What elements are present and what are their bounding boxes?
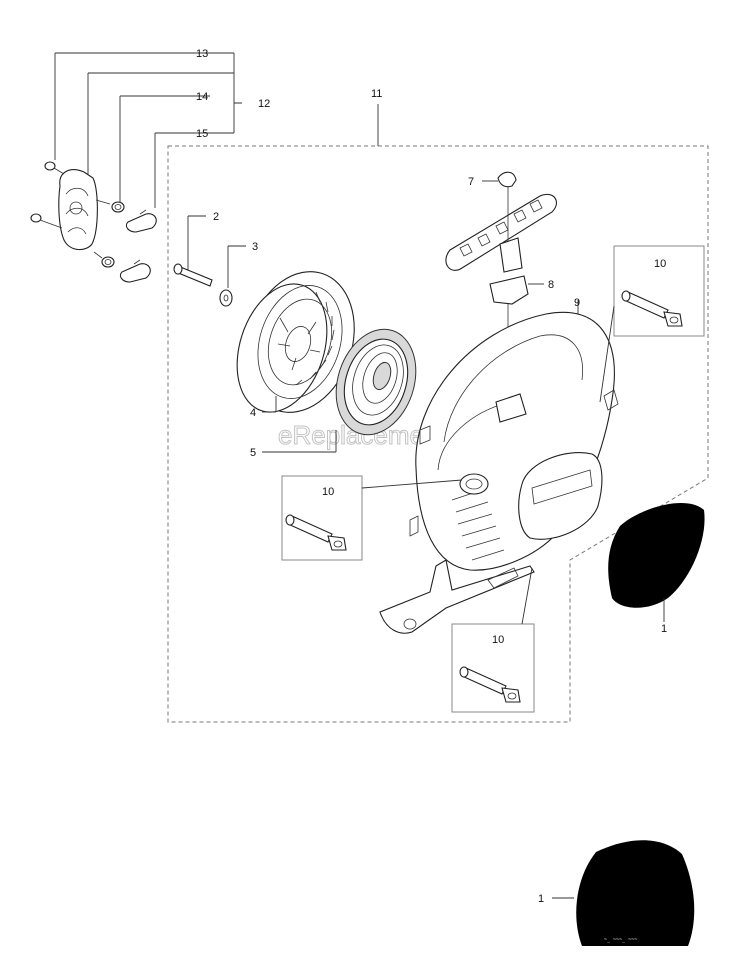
callout-9: 9 [574, 297, 580, 309]
callout-5: 5 [250, 447, 256, 459]
callout-3: 3 [252, 241, 258, 253]
pawl-plate-assembly [30, 52, 242, 283]
callout-12: 12 [258, 98, 270, 110]
callout-8: 8 [548, 279, 554, 291]
callout-7: 7 [468, 176, 474, 188]
callout-14: 14 [196, 91, 208, 103]
starter-housing [379, 300, 619, 634]
center-screw [173, 215, 213, 287]
callout-10-bottom: 10 [492, 634, 504, 646]
callout-15: 15 [196, 128, 208, 140]
callout-10-middle-left: 10 [322, 486, 334, 498]
washer [219, 245, 246, 307]
callout-2: 2 [213, 211, 219, 223]
pawl-lower [119, 259, 151, 283]
screw-box-middle-left [281, 475, 463, 561]
starter-handle [445, 171, 557, 273]
callout-4: 4 [250, 407, 256, 419]
callout-1-enlarged: 1 [538, 893, 544, 905]
recoil-spring [262, 328, 417, 453]
spring-upper [95, 199, 125, 213]
callout-13: 13 [196, 48, 208, 60]
pawl-upper [125, 209, 157, 233]
callout-11: 11 [371, 88, 382, 100]
screw-small-top [44, 161, 65, 175]
pawl-plate [58, 169, 98, 251]
spring-lower [93, 251, 115, 268]
decal-fine-print: ~_ ~~~_ ~~~ [604, 937, 637, 943]
screw-box-bottom [451, 567, 535, 713]
screw-box-upper-right [599, 245, 705, 403]
rope-pulley [236, 271, 355, 413]
callout-10-upper-right: 10 [654, 258, 666, 270]
decal-tilted [608, 502, 705, 622]
decal-enlarged: ~_ ~~~_ ~~~ [552, 840, 695, 946]
callout-1-decal: 1 [661, 623, 667, 635]
screw-small-bottom [30, 213, 63, 229]
assembly-boundary-dashed [167, 145, 709, 723]
